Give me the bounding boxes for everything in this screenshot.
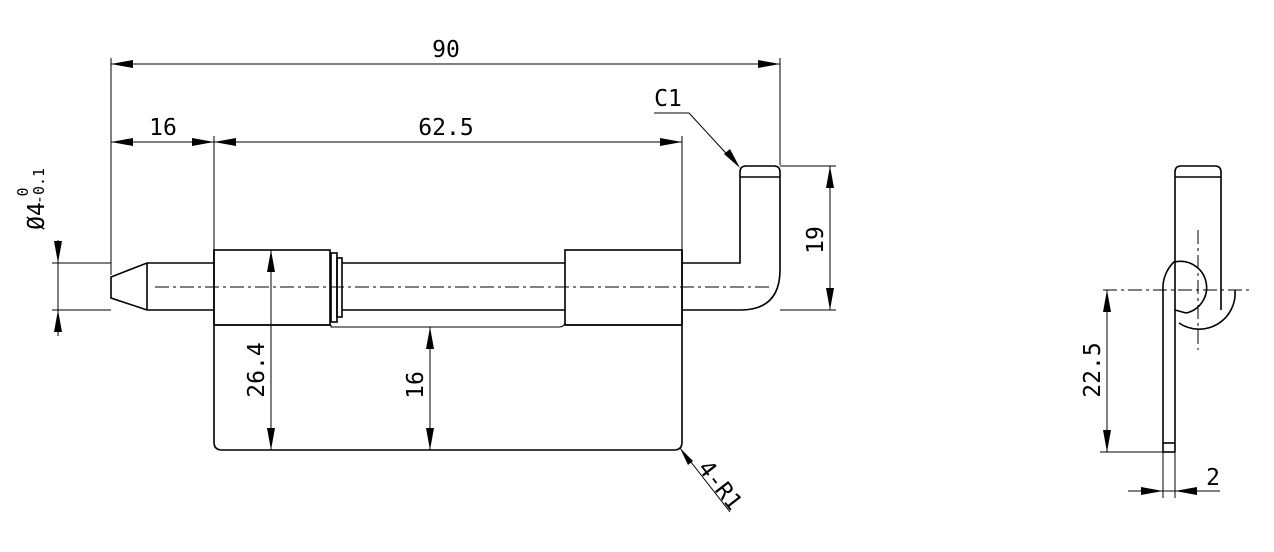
dim-4-r1: 4-R1	[692, 456, 747, 516]
pull-handle	[682, 165, 781, 311]
front-dimensions: 90 16 62.5 C1 19 26.4 16	[14, 37, 836, 516]
dim-22-5: 22.5	[1080, 342, 1106, 397]
side-knuckle	[1174, 260, 1208, 314]
dim-dia-tol-upper: 0	[14, 187, 32, 196]
dim-c1: C1	[654, 86, 682, 112]
side-view	[1103, 165, 1250, 453]
dim-62-5: 62.5	[418, 115, 473, 141]
dim-dia: Ø4	[24, 202, 50, 230]
plate-slot	[330, 320, 566, 328]
dim-26-4: 26.4	[244, 342, 270, 397]
side-handle	[1174, 165, 1222, 310]
pin-tip	[110, 262, 214, 311]
dim-dia-tol-lower: -0.1	[30, 168, 48, 204]
dim-16-top: 16	[149, 115, 177, 141]
front-view	[110, 165, 781, 451]
dim-90: 90	[432, 37, 460, 63]
dim-2: 2	[1206, 465, 1220, 491]
dim-16-slot: 16	[403, 371, 429, 399]
hinge-plate	[213, 250, 683, 451]
dim-19: 19	[803, 226, 829, 254]
side-dimensions: 22.5 2	[1080, 290, 1220, 498]
